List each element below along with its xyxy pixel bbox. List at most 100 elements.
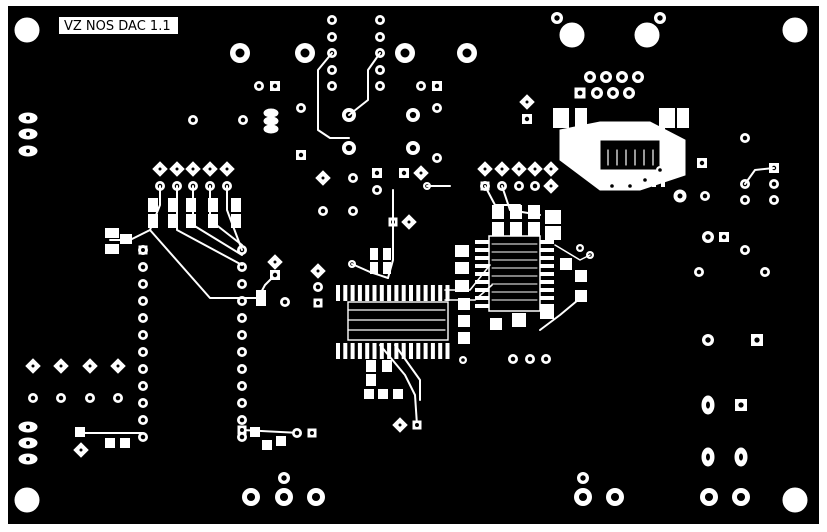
drill-hole: [190, 117, 196, 123]
smd-pad: [208, 214, 218, 228]
drill-hole: [610, 90, 616, 96]
drill-hole: [272, 272, 278, 278]
smd-pad: [438, 285, 443, 301]
smd-pad: [510, 205, 522, 219]
smd-pad: [387, 285, 392, 301]
drill-hole: [300, 48, 310, 58]
drill-hole: [140, 383, 146, 389]
smd-pad: [616, 175, 620, 187]
smd-pad: [540, 296, 554, 300]
drill-hole: [320, 208, 326, 214]
drill-hole: [510, 356, 516, 362]
drill-hole: [240, 117, 246, 123]
trace: [444, 284, 493, 301]
drill-hole: [705, 400, 711, 410]
smd-pad: [430, 285, 435, 301]
smd-pad: [416, 343, 421, 359]
smd-pad: [545, 210, 561, 224]
drill-hole: [705, 452, 711, 462]
drill-hole: [140, 434, 146, 440]
smd-pad: [607, 128, 611, 138]
smd-pad: [105, 244, 119, 254]
smd-pad: [625, 175, 629, 187]
smd-pad: [475, 256, 489, 260]
smd-pad: [540, 248, 554, 252]
smd-pad: [512, 313, 526, 327]
drill-hole: [462, 48, 472, 58]
mounting-hole: [782, 487, 808, 513]
smd-pad: [652, 128, 656, 138]
drill-hole: [524, 99, 530, 105]
drill-hole: [577, 90, 583, 96]
drill-hole: [524, 116, 530, 122]
smd-pad: [616, 128, 620, 138]
drill-hole: [298, 152, 304, 158]
smd-pad: [168, 214, 178, 228]
smd-pad: [528, 222, 540, 236]
drill-hole: [409, 111, 417, 119]
smd-pad: [365, 285, 370, 301]
smd-pad: [575, 270, 587, 282]
drill-hole: [315, 284, 321, 290]
drill-hole: [377, 34, 383, 40]
drill-hole: [580, 475, 586, 481]
trace: [444, 264, 491, 291]
drill-hole: [311, 492, 321, 502]
chip-body: [599, 139, 661, 171]
drill-hole: [25, 131, 31, 137]
smd-pad: [366, 360, 376, 372]
drill-hole: [87, 395, 93, 401]
smd-pad: [401, 285, 406, 301]
copper-layer: [14, 12, 808, 513]
mounting-hole: [634, 22, 660, 48]
drill-hole: [657, 15, 663, 21]
drill-hole: [329, 67, 335, 73]
trace: [379, 344, 418, 426]
drill-hole: [115, 395, 121, 401]
edge-pad: [263, 108, 279, 118]
drill-hole: [239, 366, 245, 372]
drill-hole: [141, 248, 145, 252]
smd-pad: [475, 240, 489, 244]
drill-hole: [272, 83, 278, 89]
drill-hole: [516, 166, 522, 172]
smd-pad: [231, 198, 241, 212]
smd-pad: [475, 296, 489, 300]
drill-hole: [140, 264, 146, 270]
drill-hole: [115, 363, 121, 369]
smd-pad: [372, 285, 377, 301]
drill-hole: [239, 315, 245, 321]
drill-hole: [282, 299, 288, 305]
drill-hole: [140, 332, 146, 338]
smd-pad: [75, 427, 85, 437]
drill-hole: [628, 184, 632, 188]
drill-hole: [256, 83, 262, 89]
drill-hole: [87, 363, 93, 369]
drill-hole: [239, 417, 245, 423]
drill-hole: [409, 144, 417, 152]
smd-pad: [186, 214, 196, 228]
smd-pad: [560, 258, 572, 270]
drill-hole: [298, 105, 304, 111]
smd-pad: [357, 343, 362, 359]
drill-hole: [140, 281, 146, 287]
drill-hole: [578, 246, 582, 250]
drill-hole: [742, 247, 748, 253]
drill-hole: [705, 337, 711, 343]
smd-pad: [545, 226, 561, 240]
smd-pad: [430, 343, 435, 359]
smd-pad: [659, 108, 675, 128]
drill-hole: [140, 417, 146, 423]
drill-hole: [461, 358, 465, 362]
trace: [209, 185, 243, 246]
smd-pad: [208, 198, 218, 212]
drill-hole: [239, 264, 245, 270]
drill-hole: [516, 183, 522, 189]
drill-hole: [658, 168, 662, 172]
smd-pad: [652, 175, 656, 187]
drill-hole: [532, 183, 538, 189]
drill-hole: [704, 492, 714, 502]
drill-hole: [738, 402, 744, 408]
smd-pad: [540, 240, 554, 244]
